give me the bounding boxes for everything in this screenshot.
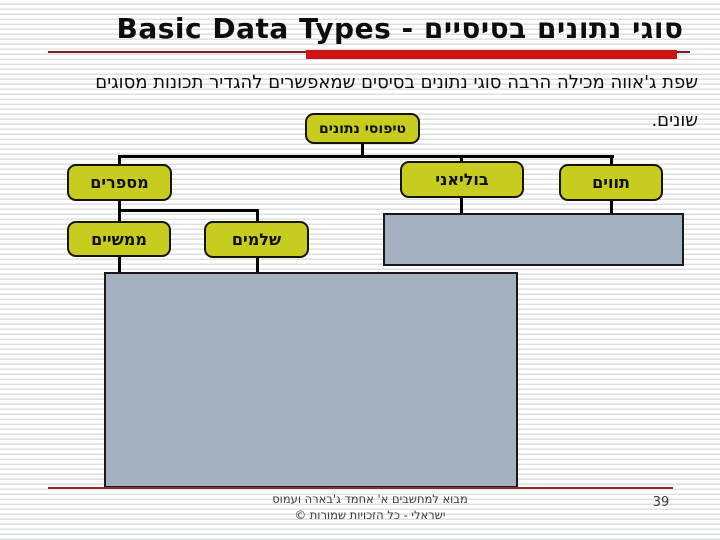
footer-credits: מבוא למחשבים א' אחמד ג'בארה ועמוס ישראלי… <box>230 491 510 524</box>
tree-connector <box>361 143 364 158</box>
tree-connector <box>118 155 121 166</box>
subtitle-line-2: שונים. <box>651 110 698 131</box>
placeholder-box-main <box>104 272 518 488</box>
tree-connector <box>610 155 613 166</box>
page-number: 39 <box>652 495 670 510</box>
page-title: סוגי נתונים בסיסיים - Basic Data Types <box>116 12 684 45</box>
tree-node-characters: תווים <box>559 164 663 201</box>
tree-connector <box>256 256 259 273</box>
tree-node-integers: שלמים <box>204 221 309 258</box>
tree-node-reals: ממשיים <box>67 221 171 257</box>
footer-divider <box>48 487 673 489</box>
tree-connector <box>460 155 463 163</box>
footer-credits-line-2: ישראלי - כל הזכויות שמורות © <box>294 508 446 523</box>
tree-connector <box>610 199 613 214</box>
tree-connector <box>118 209 259 212</box>
tree-connector <box>256 209 259 223</box>
tree-node-boolean: בוליאני <box>400 161 524 198</box>
tree-node-numbers: מספרים <box>67 164 172 201</box>
tree-connector <box>118 155 614 158</box>
footer-credits-line-1: מבוא למחשבים א' אחמד ג'בארה ועמוס <box>272 492 468 506</box>
tree-connector <box>118 255 121 273</box>
title-underline-accent <box>306 50 677 59</box>
subtitle-line-1: שפת ג'אווה מכילה הרבה סוגי נתונים בסיסים… <box>95 72 698 93</box>
tree-connector <box>460 196 463 214</box>
placeholder-box-right <box>383 213 684 266</box>
tree-node-data-types: טיפוסי נתונים <box>305 113 420 144</box>
